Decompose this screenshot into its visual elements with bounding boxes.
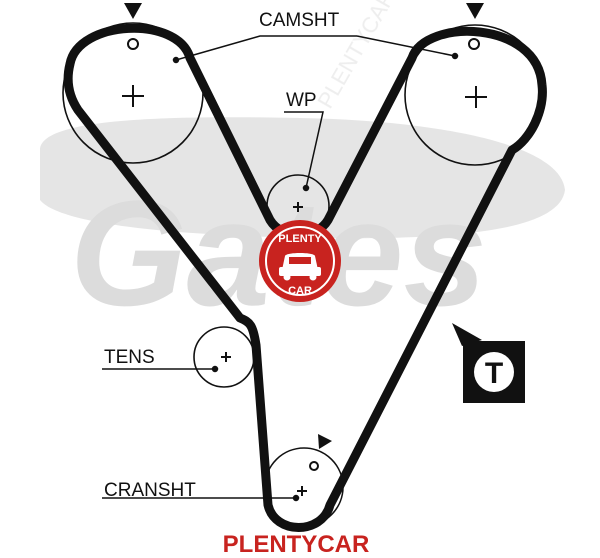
right-cam-center-mark: [465, 86, 487, 108]
camshaft-leader-left: [175, 35, 357, 61]
camshaft-label: CAMSHT: [259, 10, 340, 31]
car-icon: [279, 253, 321, 281]
crankshaft-center-mark: [297, 486, 307, 496]
left-cam-timing-arrow: [124, 3, 142, 19]
tension-badge: T: [452, 323, 525, 403]
crankshaft-label: CRANSHT: [104, 480, 196, 501]
wp-leader: [284, 111, 324, 189]
footer-brand-text: PLENTYCAR: [223, 531, 370, 558]
plentycar-logo: PLENTY CAR: [259, 220, 341, 302]
crank-timing-arrow: [318, 434, 332, 449]
water-pump-center-mark: [293, 202, 303, 212]
tensioner-label: TENS: [104, 347, 155, 368]
camshaft-leader-right: [356, 35, 456, 57]
left-cam-center-mark: [122, 85, 144, 107]
crank-timing-hole: [309, 461, 319, 471]
right-cam-timing-hole: [468, 38, 480, 50]
timing-belt: [63, 23, 547, 532]
logo-top-text: PLENTY: [278, 233, 322, 245]
watermark-swoosh: [40, 117, 565, 239]
water-pump-label: WP: [286, 90, 317, 111]
left-cam-timing-hole: [127, 38, 139, 50]
tension-badge-letter: T: [485, 357, 503, 390]
tensioner-center-mark: [221, 352, 231, 362]
logo-bottom-text: CAR: [288, 285, 312, 297]
right-cam-timing-arrow: [466, 3, 484, 19]
tension-badge-pointer: [452, 323, 482, 346]
